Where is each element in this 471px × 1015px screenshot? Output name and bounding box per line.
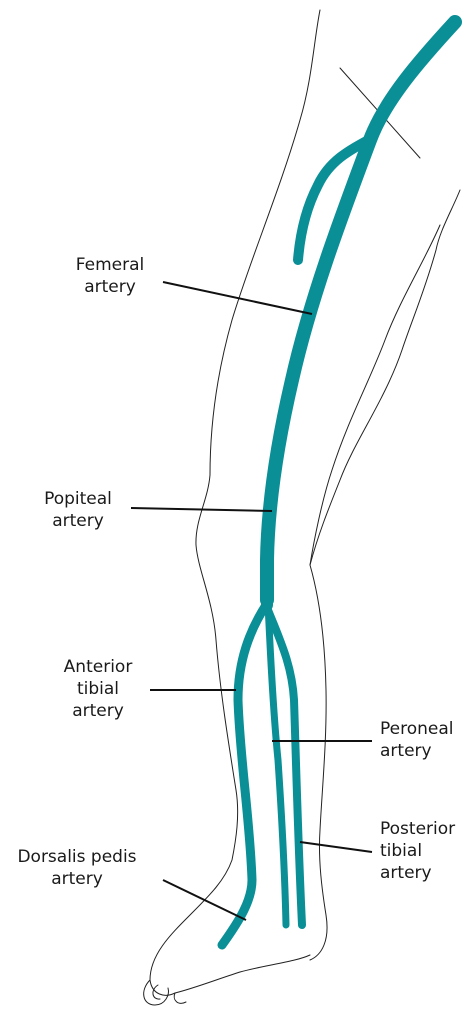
label-femeral-artery: Femeral artery [60, 254, 160, 298]
label-peroneal-line1: Peroneal [380, 718, 470, 740]
label-peroneal-artery: Peroneal artery [380, 718, 470, 762]
label-posterior-tibial-line2: tibial [380, 840, 470, 862]
label-dorsalis-pedis-line1: Dorsalis pedis [2, 846, 152, 868]
label-dorsalis-pedis-line2: artery [2, 868, 152, 890]
label-femeral-line2: artery [60, 276, 160, 298]
label-anterior-tibial-line3: artery [48, 700, 148, 722]
label-popiteal-line1: Popiteal [28, 488, 128, 510]
leg-outline-front [150, 10, 320, 995]
label-posterior-tibial-line3: artery [380, 862, 470, 884]
label-anterior-tibial-line1: Anterior [48, 656, 148, 678]
leg-outline-knee-crease [310, 225, 440, 565]
leader-femeral [163, 282, 312, 314]
label-posterior-tibial-artery: Posterior tibial artery [380, 818, 470, 884]
label-dorsalis-pedis-artery: Dorsalis pedis artery [2, 846, 152, 890]
label-posterior-tibial-line1: Posterior [380, 818, 470, 840]
label-popiteal-artery: Popiteal artery [28, 488, 128, 532]
leader-posterior-tibial [300, 842, 372, 852]
anterior-tibial-artery [222, 605, 266, 945]
label-anterior-tibial-artery: Anterior tibial artery [48, 656, 148, 722]
label-femeral-line1: Femeral [60, 254, 160, 276]
leg-outline-toes [144, 980, 186, 1005]
label-anterior-tibial-line2: tibial [48, 678, 148, 700]
label-popiteal-line2: artery [28, 510, 128, 532]
label-peroneal-line2: artery [380, 740, 470, 762]
leader-dorsalis-pedis [163, 880, 246, 920]
